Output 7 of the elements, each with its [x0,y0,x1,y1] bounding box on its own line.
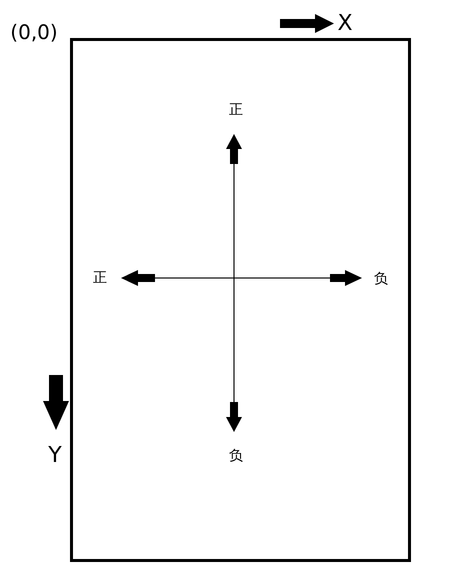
axis-label: X [337,13,353,35]
direction-label: 负 [229,449,243,463]
origin-label: (0,0) [10,22,58,42]
axis-label: Y [48,445,62,467]
direction-label: 正 [229,103,243,117]
direction-label: 正 [93,271,107,285]
direction-label: 负 [374,272,388,286]
